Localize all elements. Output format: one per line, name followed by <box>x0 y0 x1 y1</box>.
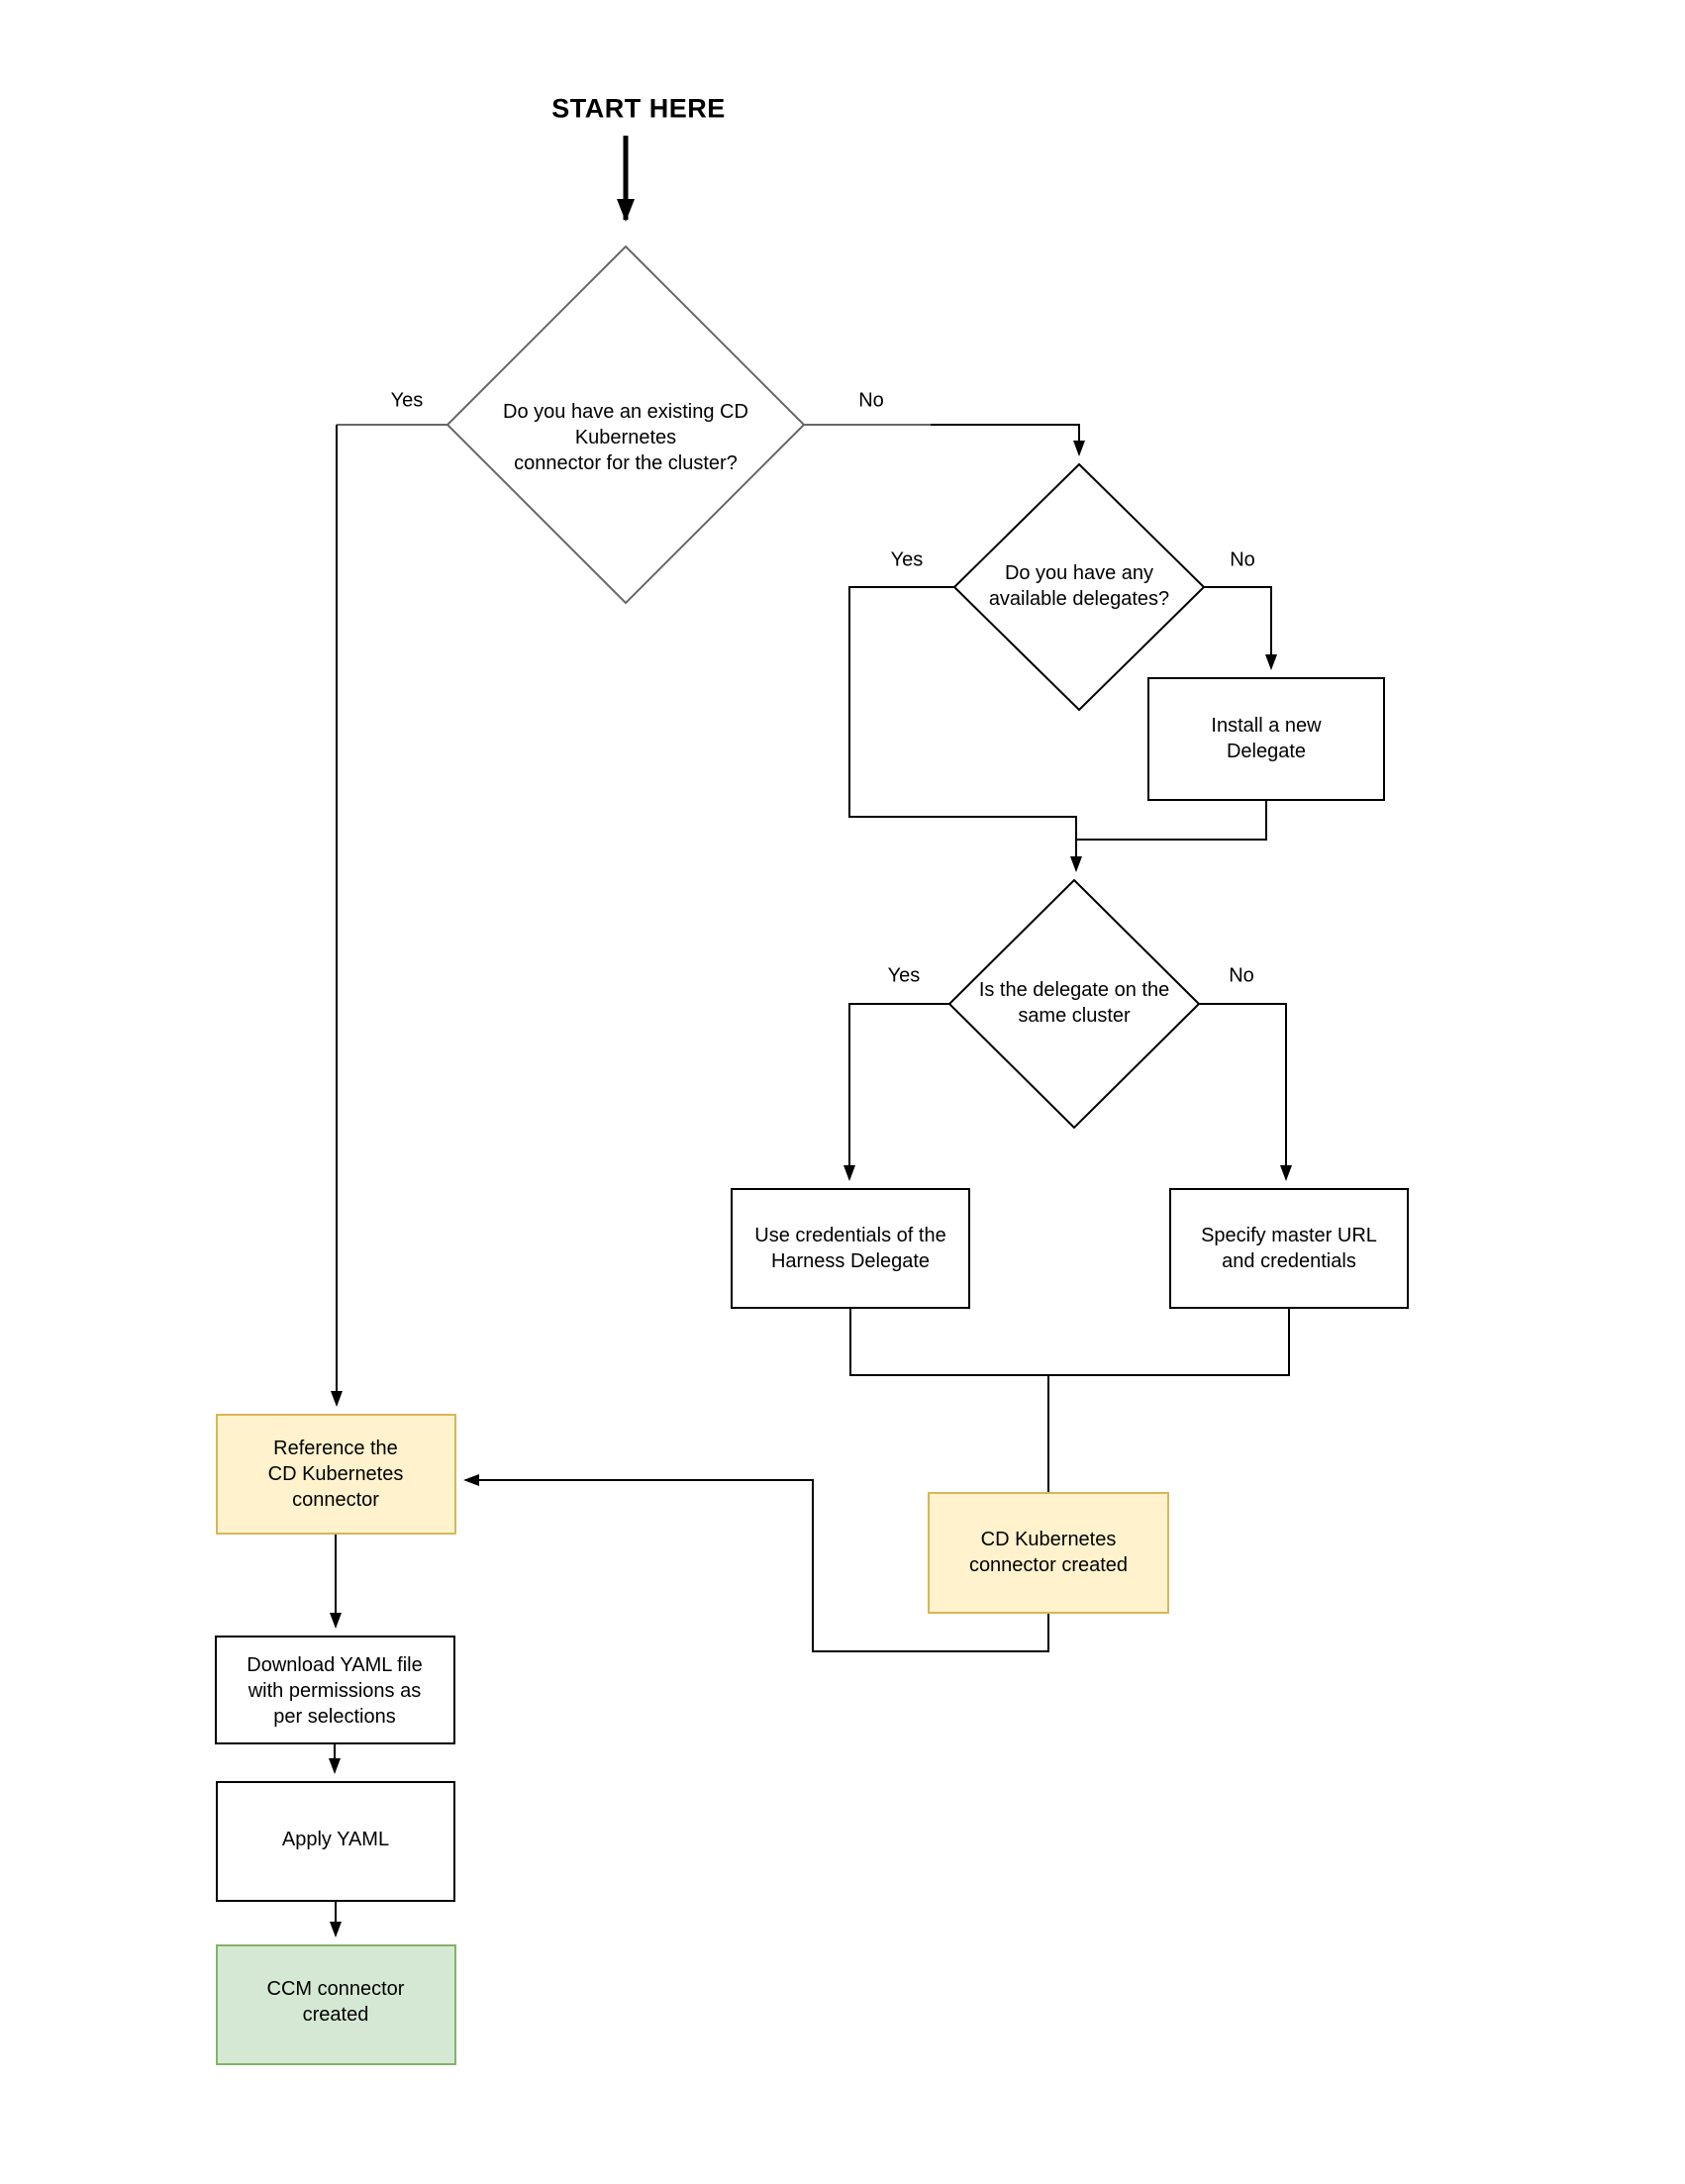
box-reference-connector <box>216 1414 456 1535</box>
connector-install-out <box>1076 800 1267 841</box>
box-specify-master <box>1169 1188 1409 1309</box>
box-use-credentials <box>731 1188 970 1309</box>
connector-yes-delegates <box>848 586 1082 872</box>
decision-available-delegates <box>952 462 1206 712</box>
decision-delegate-same-cluster <box>947 878 1201 1130</box>
connector-no-delegates <box>1204 586 1277 670</box>
box-cd-connector-created <box>928 1492 1169 1614</box>
box-download-yaml <box>215 1636 455 1744</box>
start-here-title: START HERE <box>551 93 726 124</box>
connector-yes-same-cluster <box>843 1003 949 1181</box>
box-ccm-connector-created <box>216 1944 456 2065</box>
connector-cd-created-to-reference <box>463 1474 1049 1652</box>
connector-no-same-cluster <box>1199 1003 1292 1181</box>
box-apply-yaml <box>216 1781 455 1902</box>
connector-credentials-merge <box>849 1308 1290 1376</box>
box-install-delegate <box>1147 677 1385 801</box>
decision-existing-cd-connector <box>446 245 806 605</box>
connector-no-existing <box>931 424 1085 456</box>
